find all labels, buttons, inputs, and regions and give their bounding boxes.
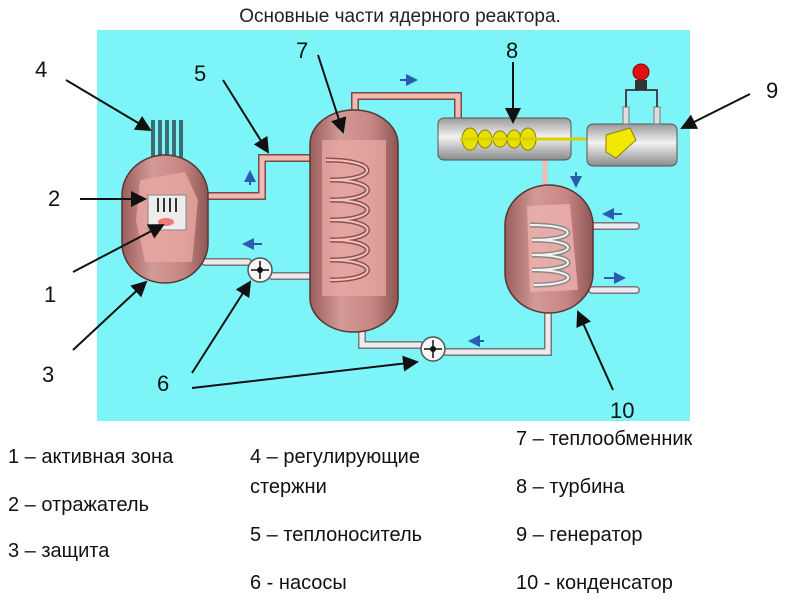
callout-6: 6 xyxy=(157,371,170,396)
callout-line-6b xyxy=(191,355,419,389)
reactor-vessel xyxy=(121,120,209,284)
callout-line-7 xyxy=(317,54,347,134)
callout-9: 9 xyxy=(766,78,779,103)
callout-10: 10 xyxy=(610,398,635,423)
callout-line-5 xyxy=(222,79,270,154)
heat-exchanger xyxy=(309,109,399,333)
flow-arrows xyxy=(242,74,626,347)
legend-item-4-cont: стержни xyxy=(250,476,327,498)
turbine xyxy=(437,117,595,161)
callout-5: 5 xyxy=(194,61,207,86)
lamp-icon xyxy=(632,63,650,81)
legend-item-4: 4 – регулирующие xyxy=(250,446,420,468)
callout-line-3 xyxy=(72,280,148,351)
callout-line-9 xyxy=(680,93,751,129)
callout-2: 2 xyxy=(48,186,61,211)
legend-item-7: 7 – теплообменник xyxy=(516,428,693,450)
active-zone xyxy=(158,218,174,226)
callout-line-6a xyxy=(191,280,252,374)
generator xyxy=(586,63,678,167)
legend-item-9: 9 – генератор xyxy=(516,524,643,546)
legend-item-1: 1 – активная зона xyxy=(8,446,174,468)
pump-2 xyxy=(420,336,446,362)
callout-line-1 xyxy=(72,224,165,273)
callout-4: 4 xyxy=(35,57,48,82)
callout-lines xyxy=(65,54,751,391)
callout-line-4 xyxy=(65,79,152,132)
legend-item-8: 8 – турбина xyxy=(516,476,625,498)
callout-1: 1 xyxy=(44,282,57,307)
legend-item-3: 3 – защита xyxy=(8,540,110,562)
control-rods xyxy=(151,120,183,160)
legend-item-2: 2 – отражатель xyxy=(8,494,149,516)
callout-3: 3 xyxy=(42,362,55,387)
legend-item-10: 10 - конденсатор xyxy=(516,572,673,594)
callout-7: 7 xyxy=(296,38,309,63)
turbine-rotor xyxy=(461,127,537,151)
callout-line-10 xyxy=(576,310,614,391)
legend-item-6: 6 - насосы xyxy=(250,572,347,594)
callout-8: 8 xyxy=(506,38,519,63)
legend-item-5: 5 – теплоноситель xyxy=(250,524,423,546)
diagram-title: Основные части ядерного реактора. xyxy=(239,6,561,27)
pump-1 xyxy=(247,257,273,283)
condenser xyxy=(504,184,594,314)
